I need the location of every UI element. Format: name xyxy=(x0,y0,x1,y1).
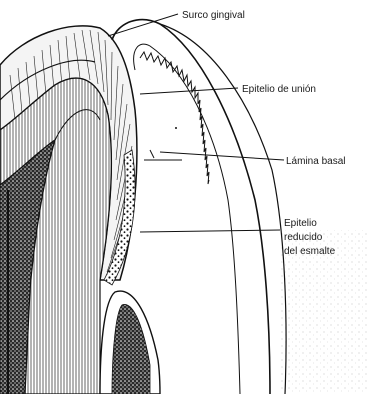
basal-lamina-leader-1 xyxy=(160,152,284,160)
label-reduced-epithelium-line-2: reducido xyxy=(284,232,323,243)
basal-lamina-mark xyxy=(150,150,154,158)
reduced-epithelium-leader xyxy=(140,230,280,232)
label-reduced-epithelium-line-3: del esmalte xyxy=(284,246,336,257)
label-sulcus: Surco gingival xyxy=(182,10,245,21)
epithelium-wavy-line xyxy=(140,52,209,184)
tissue-speck xyxy=(175,127,177,129)
sulcus-leader xyxy=(108,14,178,36)
label-reduced-epithelium-line-1: Epitelio xyxy=(284,218,317,229)
gingiva-far-edge xyxy=(160,24,286,394)
label-basal-lamina: Lámina basal xyxy=(286,156,345,167)
label-junctional-epithelium: Epitelio de unión xyxy=(242,84,316,95)
junctional-leader xyxy=(140,88,238,94)
alveolar-bone xyxy=(100,291,160,394)
